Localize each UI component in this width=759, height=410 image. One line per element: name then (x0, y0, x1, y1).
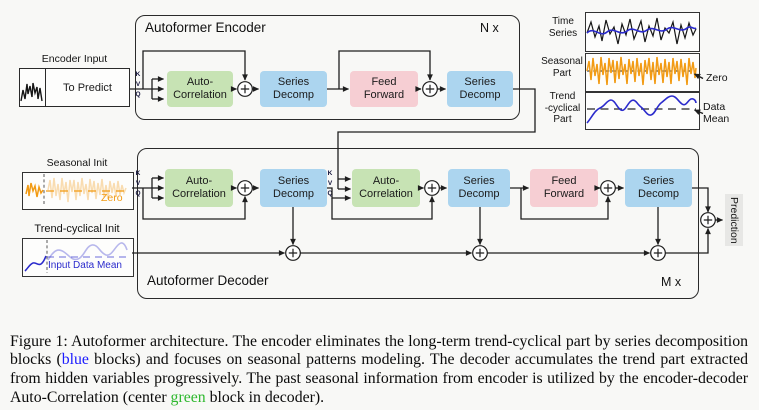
zero-annotation: Zero (706, 72, 728, 84)
encoder-title: Autoformer Encoder (145, 20, 266, 35)
decoder-feed-forward-block: Feed Forward (530, 169, 598, 207)
seasonal-part-label: Seasonal Part (541, 56, 583, 79)
data-mean-annotation: Data Mean (703, 101, 730, 125)
encoder-input-label: Encoder Input (41, 53, 108, 65)
kvq-label: V (135, 80, 141, 88)
trend-init-mean-annotation: Input Data Mean (48, 260, 122, 271)
kvq-label: Q (135, 90, 141, 98)
decoder-series-decomp-block-3: Series Decomp (625, 169, 692, 207)
trend-part-label: Trend -cyclical Part (544, 91, 581, 125)
seasonal-init-label: Seasonal Init (46, 157, 108, 169)
encoder-input-box: To Predict (19, 68, 130, 107)
kvq-label: K (135, 70, 141, 78)
caption-text: blocks) and focuses on seasonal patterns… (10, 351, 748, 406)
decoder-repeat-label: M x (661, 275, 682, 289)
trend-part-plot (585, 92, 700, 130)
decoder-title: Autoformer Decoder (147, 273, 269, 288)
seasonal-part-plot (585, 53, 700, 92)
decoder-series-decomp-block-2: Series Decomp (448, 169, 510, 207)
kvq-label: K (135, 169, 141, 177)
sum-node (700, 212, 716, 228)
encoder-input-value: To Predict (63, 81, 112, 94)
decoder-auto-correlation-block-1: Auto-Correlation (165, 169, 233, 207)
encoder-series-decomp-block-2: Series Decomp (447, 71, 513, 107)
encoder-auto-correlation-block: Auto-Correlation (167, 71, 233, 107)
decoder-auto-correlation-block-2: Auto-Correlation (352, 169, 420, 207)
encoder-input-waveform-pane (20, 69, 46, 106)
seasonal-init-box (22, 172, 134, 210)
encoder-repeat-label: N x (480, 21, 499, 35)
kvq-label: Q (135, 189, 141, 197)
caption-text: block in decoder). (205, 388, 325, 406)
encoder-box (135, 15, 520, 120)
time-series-plot (585, 12, 700, 52)
prediction-output-label: Prediction (725, 194, 743, 246)
kvq-label: Q (327, 189, 333, 197)
encoder-series-decomp-block-1: Series Decomp (260, 71, 327, 107)
seasonal-init-zero-annotation: Zero (101, 192, 123, 204)
caption-green-word: green (170, 388, 206, 406)
time-series-label: Time Series (548, 16, 578, 39)
figure-caption: Figure 1: Autoformer architecture. The e… (10, 333, 748, 407)
decoder-series-decomp-block-1: Series Decomp (260, 169, 327, 207)
trend-init-box (22, 238, 134, 277)
kvq-label: V (327, 179, 333, 187)
caption-text: Figure 1: Autoformer architecture. The e… (10, 332, 748, 369)
kvq-label: V (135, 179, 141, 187)
trend-init-label: Trend-cyclical Init (34, 223, 120, 235)
encoder-feed-forward-block: Feed Forward (350, 71, 418, 107)
kvq-label: K (327, 169, 333, 177)
caption-blue-word: blue (61, 351, 89, 369)
